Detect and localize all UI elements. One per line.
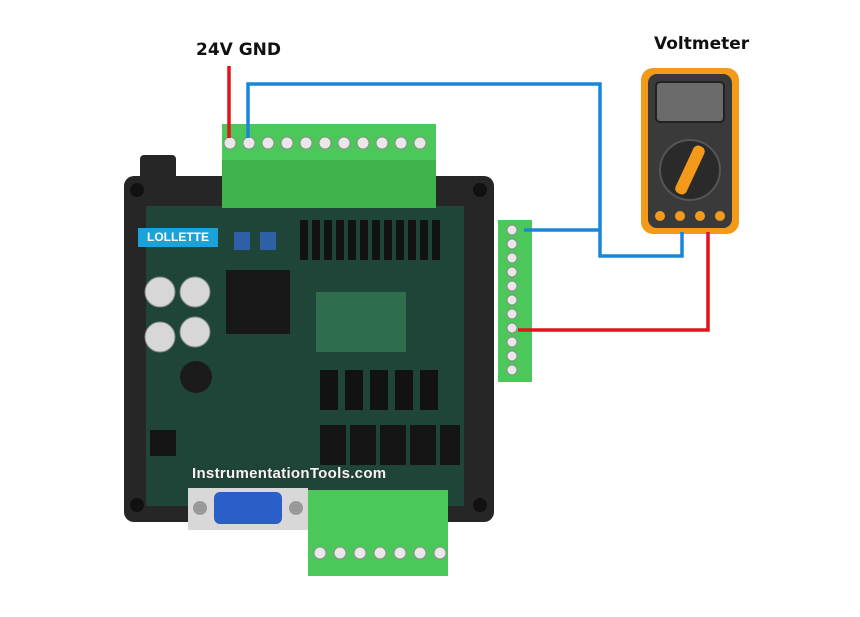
top-terminal-block xyxy=(222,124,436,208)
pot-1 xyxy=(234,232,250,250)
db9-serial-port xyxy=(188,488,308,530)
mcu-chip xyxy=(226,270,290,334)
voltmeter xyxy=(641,68,739,234)
wires xyxy=(227,66,710,332)
output-relays xyxy=(320,425,460,465)
bottom-terminal-block xyxy=(308,490,448,576)
pot-2 xyxy=(260,232,276,250)
positive-wire-from-output xyxy=(518,232,710,332)
voltmeter-label: Voltmeter xyxy=(654,34,750,54)
watermark: InstrumentationTools.com xyxy=(192,465,387,482)
supply-label: 24V GND xyxy=(196,40,282,60)
capacitors xyxy=(144,276,211,353)
plc-module xyxy=(124,155,494,530)
sub-board xyxy=(316,292,406,352)
gnd-wire-to-voltmeter xyxy=(246,82,684,258)
brand-badge: LOLLETTE xyxy=(138,228,218,247)
right-terminal-block xyxy=(498,220,532,382)
